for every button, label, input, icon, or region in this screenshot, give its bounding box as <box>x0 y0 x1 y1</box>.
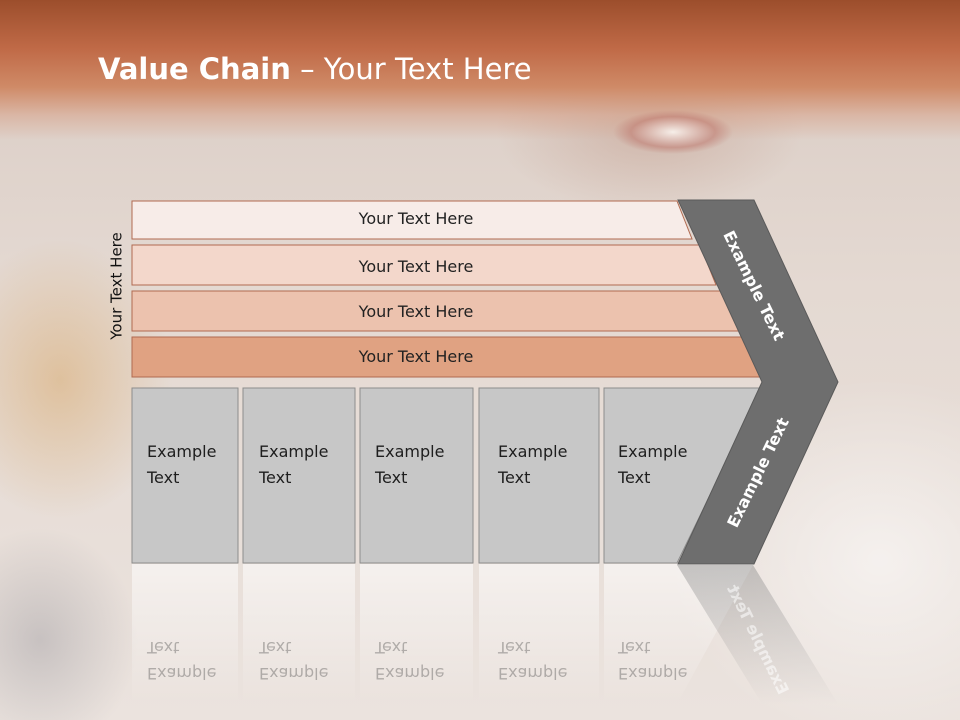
column-3-reflect-line-1: Example <box>375 664 445 683</box>
column-4-reflect-line-2: Text <box>498 638 531 657</box>
column-5-line-1: Example <box>618 442 688 461</box>
column-2[interactable] <box>242 387 356 564</box>
column-4-line-2: Text <box>498 468 531 487</box>
chevron-arrow[interactable] <box>677 199 839 565</box>
bars-group <box>131 200 763 378</box>
column-4-reflect-line-1: Example <box>498 664 568 683</box>
column-3-line-2: Text <box>375 468 408 487</box>
title-rest: – Your Text Here <box>290 52 532 86</box>
column-reflection-label-5: Example Text <box>618 634 687 686</box>
bar-label-4: Your Text Here <box>358 347 474 366</box>
column-5[interactable] <box>603 387 763 564</box>
column-reflection-label-3: Example Text <box>375 634 444 686</box>
column-1-reflect-line-1: Example <box>147 664 217 683</box>
column-label-3: Example Text <box>375 439 444 491</box>
column-2-line-2: Text <box>259 468 292 487</box>
column-1-line-1: Example <box>147 442 217 461</box>
column-reflection-label-4: Example Text <box>498 634 567 686</box>
bar-2[interactable] <box>131 244 717 286</box>
column-reflection-2 <box>243 564 355 704</box>
column-reflection-1 <box>132 564 238 704</box>
bar-label-3: Your Text Here <box>358 302 474 321</box>
column-1-line-2: Text <box>147 468 180 487</box>
reflection-group <box>132 564 838 704</box>
column-3-line-1: Example <box>375 442 445 461</box>
column-reflection-3 <box>360 564 473 704</box>
column-5-reflect-line-1: Example <box>618 664 688 683</box>
slide-title[interactable]: Value Chain – Your Text Here <box>98 52 532 86</box>
chevron-reflection <box>677 565 838 704</box>
column-4[interactable] <box>478 387 600 564</box>
column-1[interactable] <box>131 387 239 564</box>
column-4-line-1: Example <box>498 442 568 461</box>
title-bold: Value Chain <box>98 52 291 86</box>
column-1-reflect-line-2: Text <box>147 638 180 657</box>
column-reflection-4 <box>479 564 599 704</box>
column-5-reflect-line-2: Text <box>618 638 651 657</box>
column-reflection-label-2: Example Text <box>259 634 328 686</box>
column-3[interactable] <box>359 387 474 564</box>
column-label-4: Example Text <box>498 439 567 491</box>
column-3-reflect-line-2: Text <box>375 638 408 657</box>
column-label-1: Example Text <box>147 439 216 491</box>
column-reflection-label-1: Example Text <box>147 634 216 686</box>
columns-group <box>131 387 763 564</box>
bar-label-1: Your Text Here <box>358 209 474 228</box>
column-label-2: Example Text <box>259 439 328 491</box>
bar-1[interactable] <box>131 200 693 240</box>
column-2-reflect-line-1: Example <box>259 664 329 683</box>
column-5-line-2: Text <box>618 468 651 487</box>
column-label-5: Example Text <box>618 439 687 491</box>
bar-label-2: Your Text Here <box>358 257 474 276</box>
header-band <box>0 0 960 140</box>
column-2-reflect-line-2: Text <box>259 638 292 657</box>
column-2-line-1: Example <box>259 442 329 461</box>
